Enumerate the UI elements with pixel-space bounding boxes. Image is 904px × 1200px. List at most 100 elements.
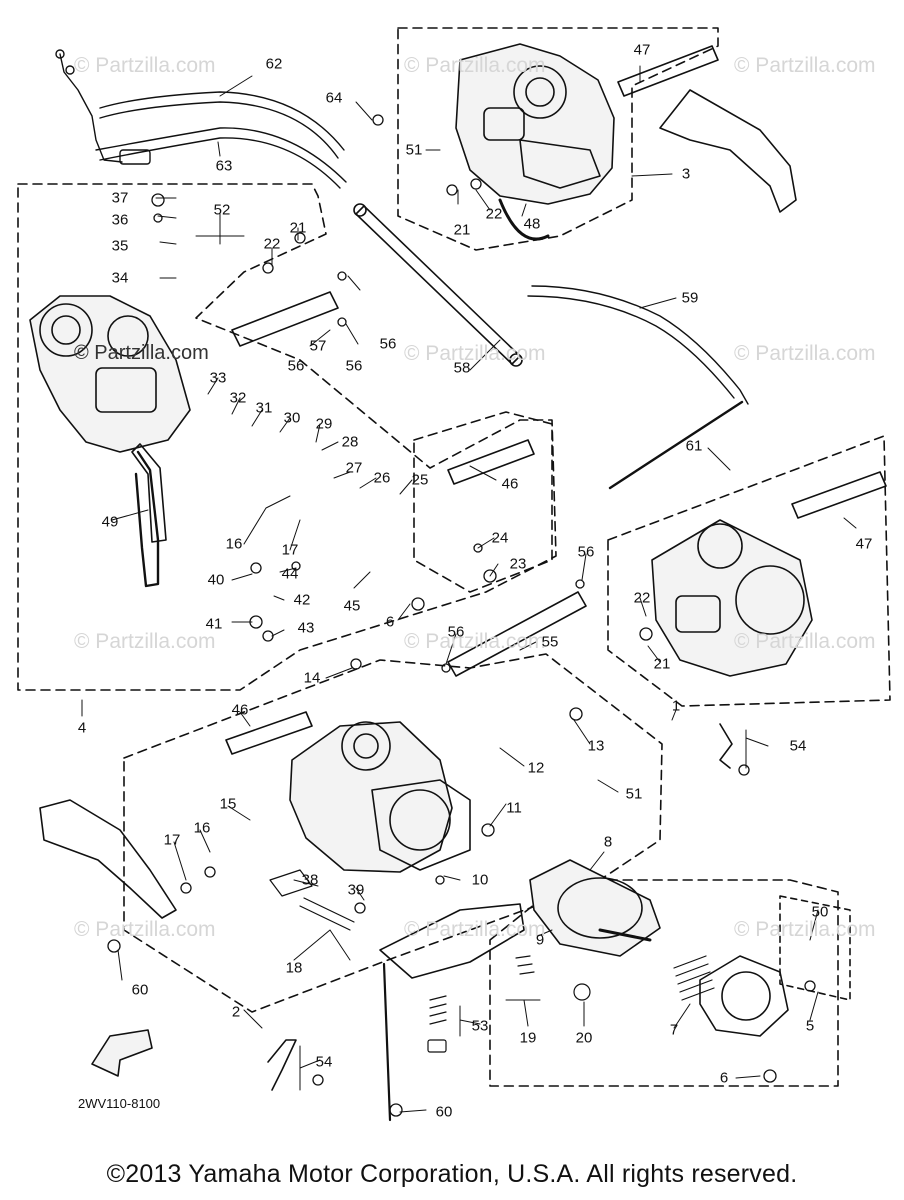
callout-label: 17 (163, 831, 181, 849)
callout-label: 32 (229, 389, 247, 407)
callout-label: 7 (669, 1021, 679, 1039)
watermark: © Partzilla.com (404, 918, 546, 941)
joint-pipe-47b (791, 471, 887, 519)
callout-label: 56 (447, 623, 465, 641)
spring-19 (515, 955, 591, 1001)
callout-label: 63 (215, 157, 233, 175)
callout-label: 60 (435, 1103, 453, 1121)
callout-label: 33 (209, 369, 227, 387)
callout-label: 47 (855, 535, 873, 553)
callout-label: 52 (213, 201, 231, 219)
front-arrow (91, 1029, 153, 1077)
callout-label: 38 (301, 871, 319, 889)
callout-label: 17 (281, 541, 299, 559)
callout-label: 44 (281, 565, 299, 583)
callout-label: 35 (111, 237, 129, 255)
watermark: © Partzilla.com (734, 54, 876, 77)
callout-label: 14 (303, 669, 321, 687)
watermark: © Partzilla.com (404, 54, 546, 77)
joint-pipe-55 (447, 591, 587, 677)
callout-label: 4 (77, 719, 87, 737)
watermark: © Partzilla.com (734, 342, 876, 365)
callout-label: 12 (527, 759, 545, 777)
callout-label: 56 (577, 543, 595, 561)
joint-pipe-46a (447, 439, 535, 485)
hose-49 (131, 443, 167, 543)
callout-label: 45 (343, 597, 361, 615)
fuel-hose-62 (99, 91, 345, 159)
joint-pipe-47a (617, 45, 719, 97)
spring-53 (427, 995, 447, 1053)
lever-54a (719, 723, 733, 769)
callout-label: 9 (535, 931, 545, 949)
group-outline-1 (607, 435, 891, 707)
callout-label: 16 (193, 819, 211, 837)
callout-label: 22 (485, 205, 503, 223)
callout-label: 51 (405, 141, 423, 159)
callout-label: 16 (225, 535, 243, 553)
callout-label: 15 (219, 795, 237, 813)
callout-label: 56 (345, 357, 363, 375)
watermark: © Partzilla.com (734, 918, 876, 941)
callout-label: 43 (297, 619, 315, 637)
callout-label: 20 (575, 1029, 593, 1047)
bracket-2 (39, 799, 177, 919)
joint-pipe-46b (225, 711, 313, 755)
leader-lines (81, 65, 857, 1113)
watermark: © Partzilla.com (404, 342, 546, 365)
group-outline-3 (397, 27, 719, 251)
callout-label: 5 (805, 1017, 815, 1035)
callout-label: 34 (111, 269, 129, 287)
callout-label: 11 (506, 799, 522, 817)
callout-label: 49 (101, 513, 119, 531)
callout-label: 2 (231, 1003, 241, 1021)
callout-label: 40 (207, 571, 225, 589)
callout-label: 56 (287, 357, 305, 375)
drawing-code: 2WV110-8100 (78, 1096, 161, 1111)
cover-7 (699, 955, 789, 1037)
callout-label: 29 (315, 415, 333, 433)
float-chamber (379, 903, 525, 1122)
carburetor-3 (455, 43, 615, 241)
fasteners (107, 114, 816, 1117)
callout-label: 56 (379, 335, 397, 353)
lever-54b (267, 1039, 297, 1091)
callout-label: 59 (681, 289, 699, 307)
callout-label: 54 (789, 737, 807, 755)
callout-label: 46 (501, 475, 519, 493)
bracket-3 (659, 89, 797, 213)
callout-label: 31 (255, 399, 273, 417)
fuel-hose-63 (95, 127, 347, 189)
callout-label: 39 (347, 881, 365, 899)
callout-label: 41 (205, 615, 223, 633)
callout-label: 6 (385, 613, 395, 631)
callout-label: 46 (231, 701, 249, 719)
callout-label: 24 (491, 529, 509, 547)
callout-label: 21 (653, 655, 671, 673)
piston-8 (529, 859, 661, 957)
callout-label: 8 (603, 833, 613, 851)
callout-label: 13 (587, 737, 605, 755)
callout-label: 21 (289, 219, 307, 237)
callout-label: 37 (111, 189, 129, 207)
group-outline-46 (413, 411, 553, 593)
callout-label: 6 (719, 1069, 729, 1087)
watermark: © Partzilla.com (404, 630, 546, 653)
callout-label: 22 (633, 589, 651, 607)
callout-label: 51 (625, 785, 643, 803)
callout-label: 42 (293, 591, 311, 609)
carburetor-4 (29, 295, 191, 588)
callout-label: 1 (671, 697, 681, 715)
watermark: © Partzilla.com (74, 918, 216, 941)
callout-label: 23 (509, 555, 527, 573)
callout-label: 3 (681, 165, 691, 183)
callout-label: 18 (285, 959, 303, 977)
callout-label: 60 (131, 981, 149, 999)
callout-label: 50 (811, 903, 829, 921)
link-rod-58 (353, 203, 523, 367)
callout-label: 61 (685, 437, 703, 455)
callout-label: 55 (541, 633, 559, 651)
callout-label: 21 (453, 221, 471, 239)
callout-label: 28 (341, 433, 359, 451)
